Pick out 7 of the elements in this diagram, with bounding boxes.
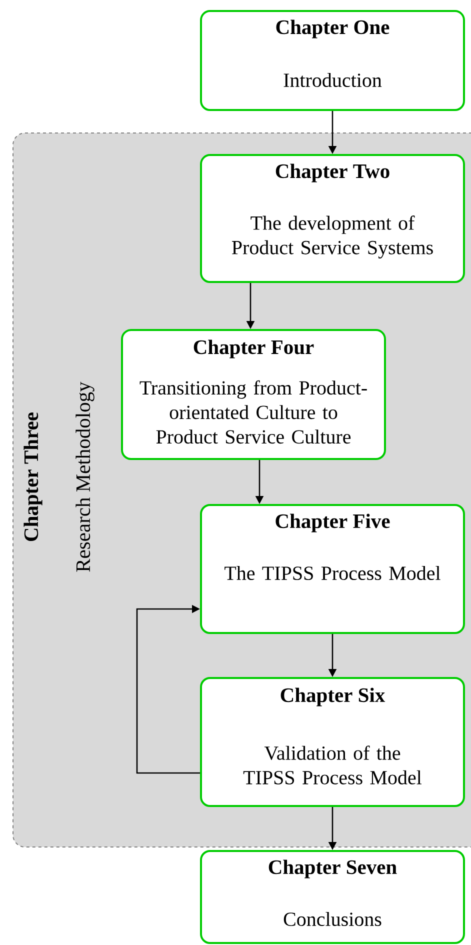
chapter-box: Chapter Four Transitioning from Product-orientated Culture to Product Service Culture bbox=[121, 329, 386, 460]
chapter-box: Chapter Five The TIPSS Process Model bbox=[200, 504, 465, 634]
chapter-box: Chapter Seven Conclusions bbox=[200, 850, 465, 944]
arrow bbox=[136, 604, 200, 774]
chapter-box: Chapter Two The development of Product Service Systems bbox=[200, 154, 465, 283]
chapter-box: Chapter One Introduction bbox=[200, 10, 465, 111]
chapter-box: Chapter Six Validation of the TIPSS Process Model bbox=[200, 677, 465, 807]
